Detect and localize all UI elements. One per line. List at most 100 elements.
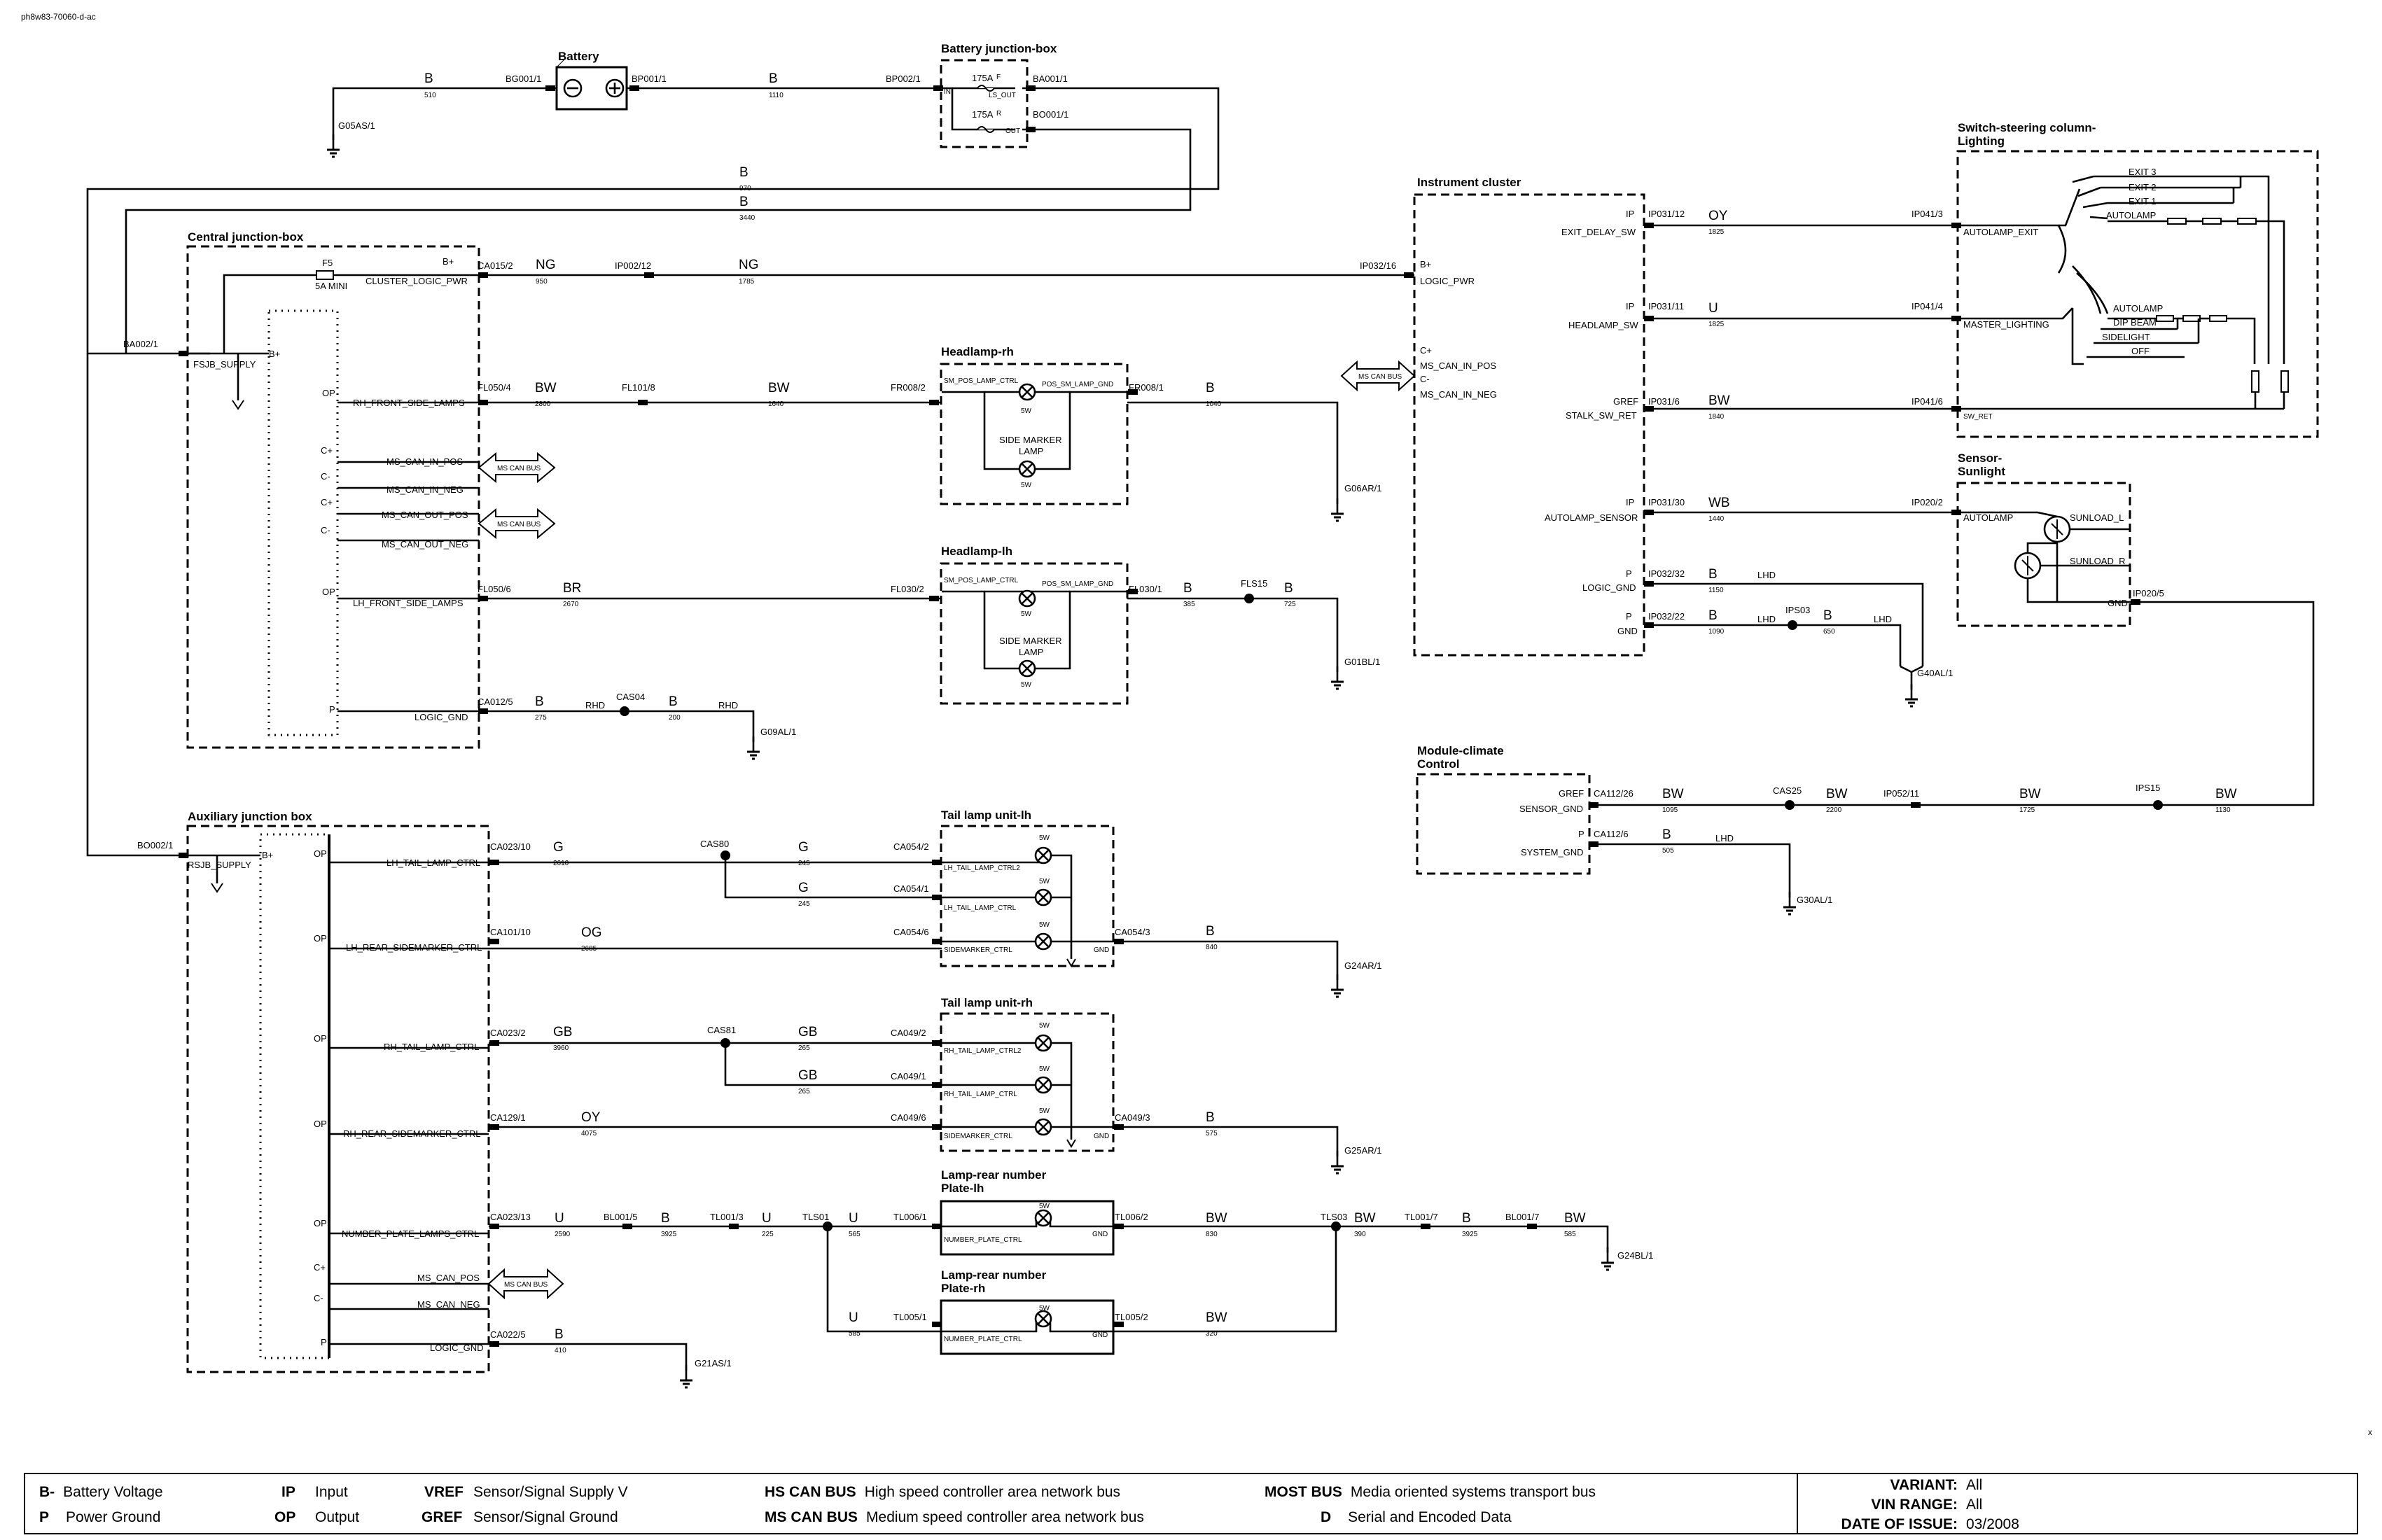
wire-color: BW <box>1826 787 1848 802</box>
ground-label: G40AL/1 <box>1917 668 1953 678</box>
svg-text:MS_CAN_NEG: MS_CAN_NEG <box>417 1299 480 1310</box>
svg-text:POS_SM_LAMP_GND: POS_SM_LAMP_GND <box>1042 381 1113 388</box>
wire-number: 1130 <box>2215 806 2231 814</box>
svg-text:EXIT 2: EXIT 2 <box>2129 182 2157 192</box>
svg-text:5W: 5W <box>1021 482 1032 489</box>
tail-lamp-unit-rh: Tail lamp unit-rh RH_TAIL_LAMP_CTRL2 5W … <box>940 996 1115 1152</box>
resistor-icon <box>2182 315 2201 322</box>
svg-text:MS_CAN_IN_POS: MS_CAN_IN_POS <box>1420 360 1496 371</box>
splice-dot <box>2153 800 2163 810</box>
svg-text:MS_CAN_IN_NEG: MS_CAN_IN_NEG <box>386 484 464 495</box>
connector-label: BP002/1 <box>886 74 921 84</box>
wire-number: 585 <box>849 1330 861 1338</box>
splice-label: CAS25 <box>1773 785 1802 796</box>
svg-text:LHD: LHD <box>1757 570 1776 580</box>
svg-text:175A: 175A <box>972 109 994 120</box>
wire-color: B <box>1462 1211 1471 1226</box>
legend-item: B-Battery Voltage <box>39 1484 163 1500</box>
svg-text:SIDEMARKER_CTRL: SIDEMARKER_CTRL <box>944 1133 1012 1140</box>
wire-number: 1090 <box>1708 628 1725 636</box>
wire-number: 265 <box>798 1044 810 1052</box>
svg-text:SUNLOAD_R: SUNLOAD_R <box>2070 556 2125 566</box>
resistor-icon <box>2209 315 2227 322</box>
svg-text:AUTOLAMP_SENSOR: AUTOLAMP_SENSOR <box>1545 512 1638 523</box>
svg-text:DIP BEAM: DIP BEAM <box>2113 317 2157 328</box>
wire-number: 1725 <box>2019 806 2035 814</box>
variant-value: All <box>1966 1477 1983 1493</box>
svg-text:5W: 5W <box>1021 407 1032 415</box>
wire-number: 200 <box>669 714 681 722</box>
wire-color: BW <box>2215 787 2237 802</box>
ms-can-bus-icon: MS CAN BUS <box>487 1268 564 1300</box>
svg-text:Sensor-: Sensor- <box>1958 451 2002 465</box>
svg-text:MS CAN BUS: MS CAN BUS <box>497 521 541 528</box>
svg-text:SIDE MARKER: SIDE MARKER <box>999 435 1062 445</box>
svg-text:AUTOLAMP: AUTOLAMP <box>2106 210 2156 220</box>
svg-text:SIDEMARKER_CTRL: SIDEMARKER_CTRL <box>944 946 1012 954</box>
fuse-icon <box>316 270 334 280</box>
svg-text:LAMP: LAMP <box>1019 647 1043 657</box>
wire-color: BW <box>535 381 557 396</box>
fuse-icon <box>977 126 995 133</box>
svg-text:SYSTEM_GND: SYSTEM_GND <box>1521 847 1584 858</box>
connector-label: IP041/3 <box>1911 209 1943 219</box>
connector-label: BA001/1 <box>1033 74 1068 84</box>
svg-text:Switch-steering column-: Switch-steering column- <box>1958 121 2096 134</box>
headlamp-lh: Headlamp-lh SM_POS_LAMP_CTRL POS_SM_LAMP… <box>940 545 1129 705</box>
svg-text:AUTOLAMP_EXIT: AUTOLAMP_EXIT <box>1963 227 2038 237</box>
connector-label: BP001/1 <box>632 74 667 84</box>
svg-text:NUMBER_PLATE_LAMPS_CTRL: NUMBER_PLATE_LAMPS_CTRL <box>342 1228 479 1239</box>
svg-text:EXIT 1: EXIT 1 <box>2129 196 2157 206</box>
svg-text:OP: OP <box>314 933 327 944</box>
splice-label: TLS03 <box>1321 1212 1347 1222</box>
resistor-icon <box>2251 370 2259 393</box>
wire-number: 1825 <box>1708 228 1725 236</box>
connector-label: FL030/1 <box>1129 584 1162 594</box>
connector-label: IP031/12 <box>1648 209 1685 219</box>
instrument-cluster: Instrument cluster B+ LOGIC_PWR C+ MS_CA… <box>1340 176 1645 657</box>
svg-text:LHD: LHD <box>1757 614 1776 624</box>
cjb-title: Central junction-box <box>188 230 304 244</box>
svg-text:C+: C+ <box>314 1262 326 1273</box>
splice-label: IPS15 <box>2136 783 2160 793</box>
wire-number: 1150 <box>1708 587 1724 594</box>
svg-text:Lamp-rear number: Lamp-rear number <box>941 1168 1047 1182</box>
svg-text:SM_POS_LAMP_CTRL: SM_POS_LAMP_CTRL <box>944 577 1019 584</box>
connector-label: CA054/1 <box>893 883 929 894</box>
svg-text:5W: 5W <box>1039 921 1050 929</box>
connector-label: CA049/6 <box>891 1112 926 1123</box>
svg-text:LOGIC_GND: LOGIC_GND <box>430 1343 484 1353</box>
wire-color: G <box>553 840 564 855</box>
svg-text:C+: C+ <box>321 497 333 507</box>
wire-color: G <box>798 881 809 895</box>
svg-text:MS_CAN_IN_POS: MS_CAN_IN_POS <box>386 456 463 467</box>
wire-number: 2610 <box>553 860 569 867</box>
wire-color: B <box>739 195 748 209</box>
svg-text:OFF: OFF <box>2131 346 2150 356</box>
svg-text:LH_REAR_SIDEMARKER_CTRL: LH_REAR_SIDEMARKER_CTRL <box>346 942 482 953</box>
wire-color: B <box>1206 1110 1215 1125</box>
connector-label: IP032/32 <box>1648 568 1685 579</box>
svg-text:C+: C+ <box>321 445 333 456</box>
connector-label: CA054/3 <box>1115 927 1150 937</box>
svg-text:IP: IP <box>1626 209 1634 219</box>
svg-text:175A: 175A <box>972 73 994 83</box>
wire-number: 390 <box>1354 1231 1366 1238</box>
wire-color: U <box>1708 301 1718 316</box>
connector-label: IP032/16 <box>1360 260 1396 271</box>
connector-label: IP031/30 <box>1648 497 1685 507</box>
svg-text:RH_FRONT_SIDE_LAMPS: RH_FRONT_SIDE_LAMPS <box>353 398 465 408</box>
ground-label: G01BL/1 <box>1344 657 1380 667</box>
wire-color: G <box>798 840 809 855</box>
svg-text:MS CAN BUS: MS CAN BUS <box>497 465 541 472</box>
number-plate-lamp-rh: Lamp-rear number Plate-rh 5W NUMBER_PLAT… <box>940 1268 1115 1355</box>
svg-text:C-: C- <box>321 525 330 536</box>
wire-number: 1040 <box>1206 400 1222 408</box>
wire-number: 2685 <box>581 945 597 953</box>
svg-text:GND: GND <box>2108 598 2128 608</box>
resistor-icon <box>2167 218 2187 225</box>
connector-label: CA049/3 <box>1115 1112 1150 1123</box>
wire-number: 1825 <box>1708 321 1725 328</box>
connector-label: IP031/6 <box>1648 396 1680 407</box>
